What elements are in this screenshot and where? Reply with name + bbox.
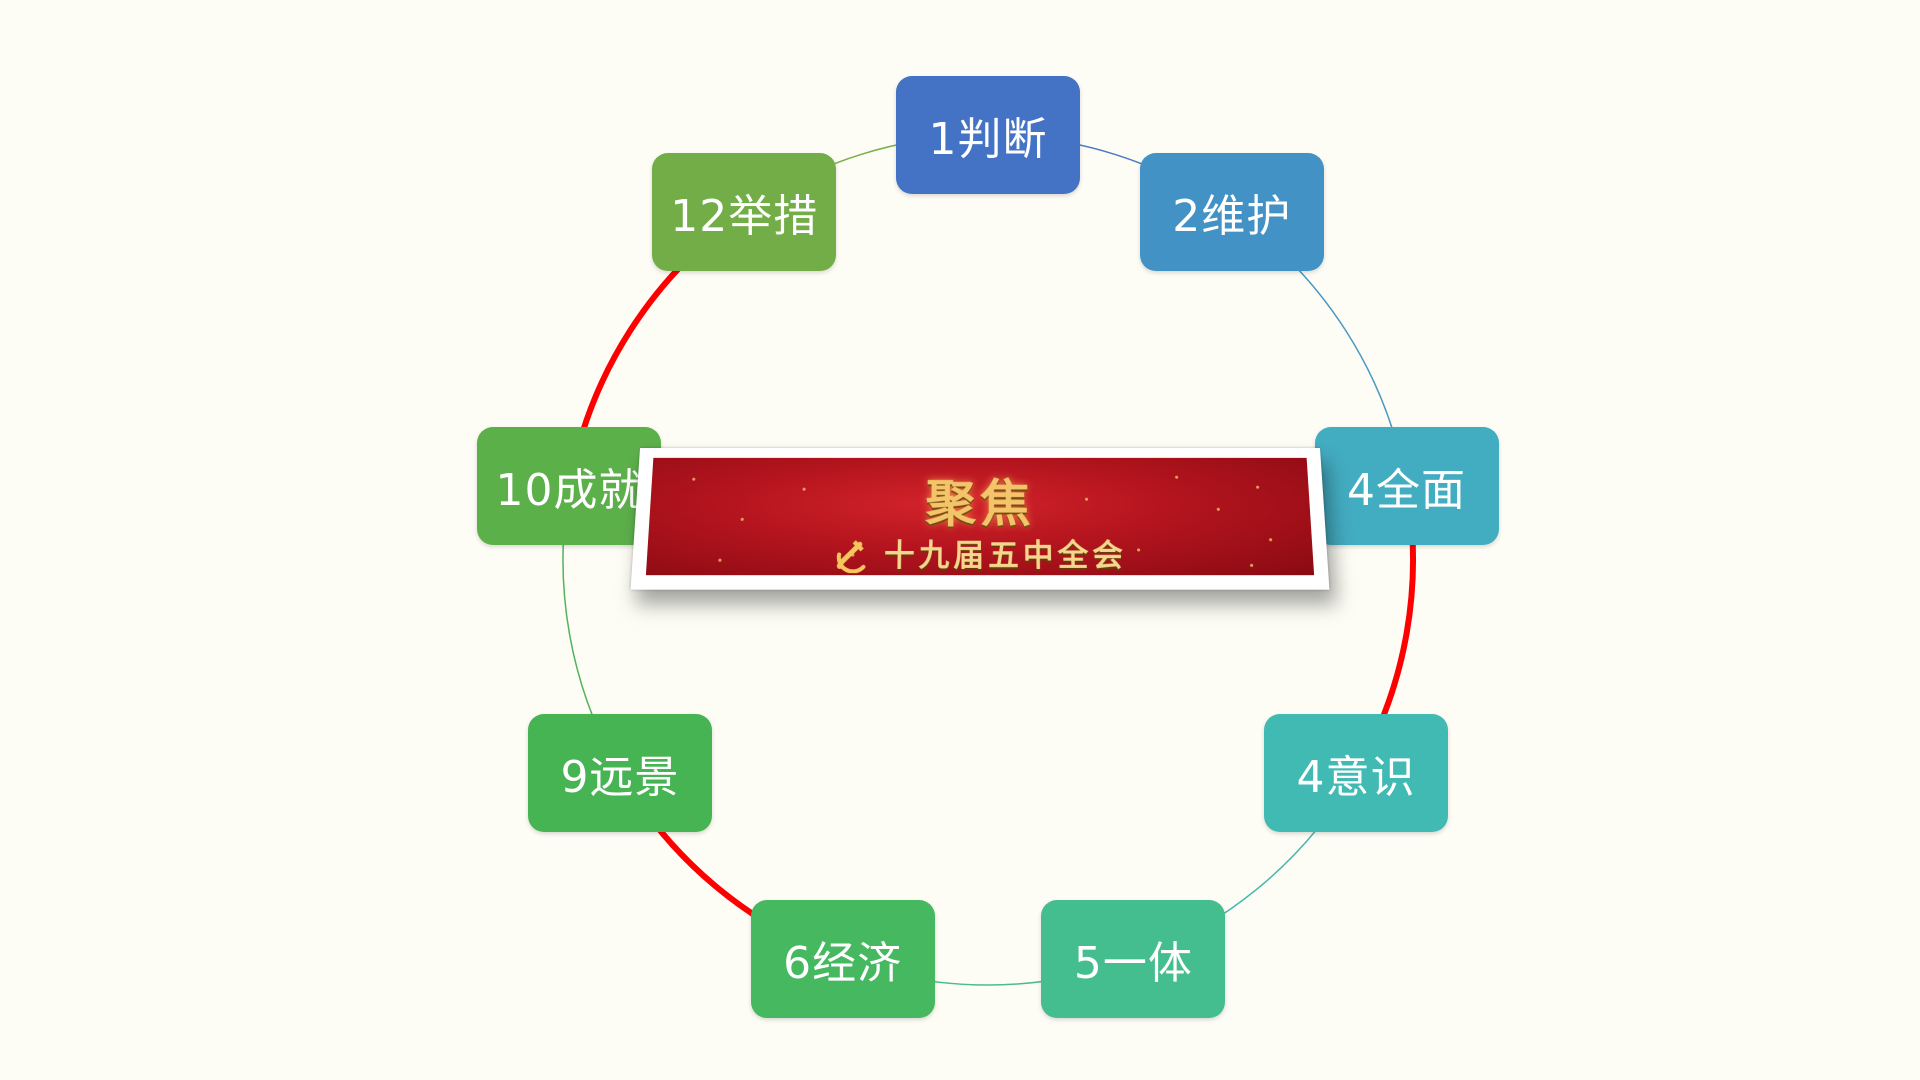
cycle-node-label: 4意识 [1296,751,1416,803]
banner-subtitle-row: 十九届五中全会 [646,530,1314,575]
center-banner: 聚焦 十九届五中全会 [630,448,1330,590]
cycle-node-label: 5一体 [1073,938,1193,990]
cycle-node-label: 10成就 [495,465,644,517]
banner-title: 聚焦 [925,473,1035,534]
cycle-node[interactable]: 4全面 [1314,427,1499,546]
cycle-node-label: 12举措 [670,190,819,242]
cycle-node[interactable]: 2维护 [1139,152,1324,271]
cycle-node-label: 9远景 [560,751,680,803]
cycle-node[interactable]: 12举措 [652,152,837,271]
cycle-node[interactable]: 4意识 [1264,713,1449,832]
cycle-node-label: 1判断 [928,114,1048,165]
cycle-node-label: 6经济 [783,938,903,990]
cycle-node[interactable]: 6经济 [750,900,935,1019]
cycle-node[interactable]: 5一体 [1041,900,1226,1019]
party-emblem-icon [832,532,874,573]
banner-frame: 聚焦 十九届五中全会 [630,448,1330,590]
cycle-node-label: 4全面 [1347,465,1467,517]
cycle-node[interactable]: 1判断 [896,76,1080,194]
banner-subtitle: 十九届五中全会 [883,538,1128,575]
cycle-node[interactable]: 9远景 [527,713,712,832]
cycle-node-label: 2维护 [1172,190,1292,242]
banner-background: 聚焦 十九届五中全会 [645,457,1315,576]
